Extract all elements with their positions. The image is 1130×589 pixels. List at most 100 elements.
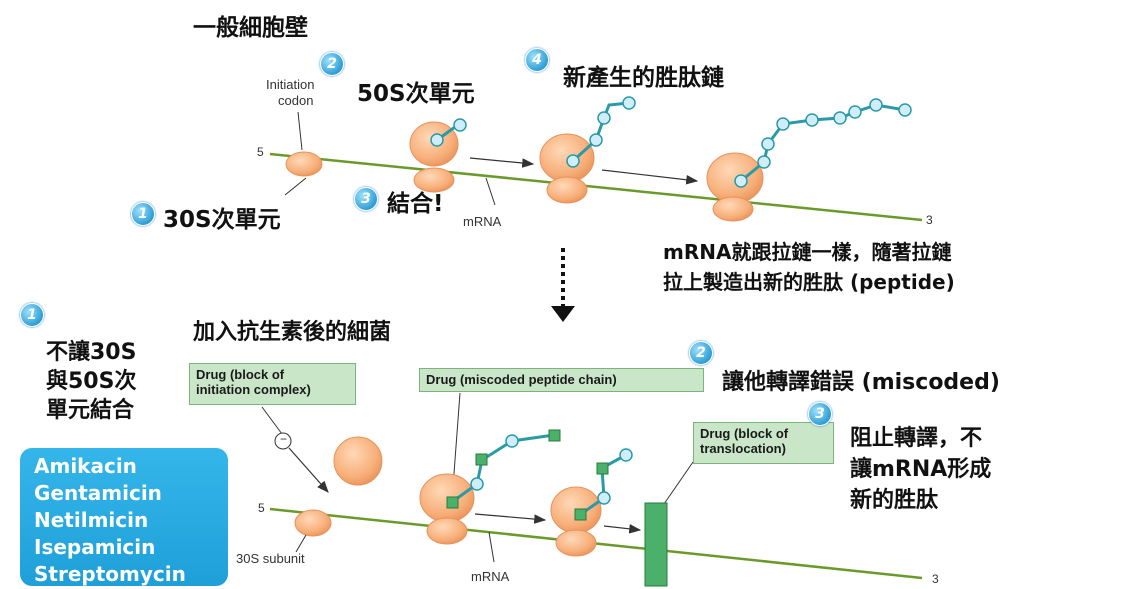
block3-note: 阻止轉譯，不 讓mRNA形成 新的胜肽 — [850, 423, 991, 516]
top-panel-title: 一般細胞壁 — [193, 15, 308, 41]
zipper-note-line: 拉上製造出新的胜肽 (peptide) — [663, 270, 955, 294]
ribosome-small — [426, 517, 468, 545]
initiation-block-arrow — [288, 447, 329, 493]
mrna-pointer — [485, 177, 496, 206]
step3-label: 結合! — [387, 191, 444, 217]
block1-badge: 1 — [20, 303, 44, 327]
block1-note-line: 單元結合 — [46, 398, 135, 423]
amino-acid — [589, 133, 603, 147]
step2-label: 50S次單元 — [357, 81, 475, 107]
bottom-five-prime-label: 5 — [258, 501, 265, 515]
miscoded-amino-acid — [475, 453, 488, 466]
top-mrna-label: mRNA — [463, 214, 502, 229]
miscoded-amino-acid — [596, 462, 609, 475]
ribosome-small — [712, 196, 754, 222]
zipper-note: mRNA就跟拉鏈一樣，隨著拉鏈 拉上製造出新的胜肽 (peptide) — [663, 237, 955, 297]
mrna-pointer — [488, 531, 495, 563]
aminoglycoside-drug-list: Amikacin Gentamicin Netilmicin Isepamici… — [20, 448, 228, 586]
bottom-panel-title: 加入抗生素後的細菌 — [193, 320, 392, 345]
amino-acid — [470, 477, 484, 491]
step4-label: 新產生的胜肽鏈 — [563, 65, 724, 91]
amino-acid — [597, 491, 611, 505]
amino-acid — [622, 96, 636, 110]
amino-acid — [430, 133, 444, 147]
block2-note: 讓他轉譯錯誤 (miscoded) — [722, 370, 1000, 395]
amino-acid — [833, 111, 847, 125]
block1-note-line: 不讓30S — [46, 340, 137, 365]
translocation-drug-pointer — [663, 461, 694, 505]
step1-pointer — [284, 177, 307, 196]
inhibit-minus: − — [279, 432, 287, 446]
drug-initiation-line: initiation complex) — [196, 382, 311, 397]
miscoded-amino-acid — [574, 508, 587, 521]
elongation-arrow — [601, 169, 699, 185]
drug-name: Streptomycin — [34, 562, 186, 586]
initiation-codon-label: Initiation codon — [266, 77, 314, 109]
floating-50s-subunit — [333, 436, 383, 486]
ribosome-small — [546, 176, 588, 204]
amino-acid — [597, 111, 611, 125]
top-30s-bound — [413, 167, 455, 193]
amino-acid — [898, 103, 912, 117]
initiation-codon-line: codon — [278, 93, 314, 108]
drug-name: Gentamicin — [34, 481, 162, 505]
bottom-30s-subunit — [294, 509, 332, 537]
drug-name: Isepamicin — [34, 535, 156, 559]
codon-pointer — [297, 111, 303, 151]
amino-acid — [805, 113, 819, 127]
step3-badge: 3 — [354, 187, 378, 211]
elongation-arrow — [469, 157, 535, 168]
initiation-codon-line: Initiation — [266, 77, 315, 92]
subunit-30s-label: 30S subunit — [236, 551, 305, 566]
step2-badge: 2 — [320, 52, 344, 76]
initiation-drug-pointer — [261, 406, 283, 435]
ribosome-small — [555, 529, 597, 557]
step1-badge: 1 — [131, 202, 155, 226]
elongation-arrow — [474, 513, 547, 524]
amino-acid — [757, 155, 771, 169]
bottom-three-prime-label: 3 — [932, 572, 939, 586]
amino-acid — [453, 118, 467, 132]
amino-acid — [848, 105, 862, 119]
elongation-arrow — [603, 524, 642, 534]
amino-acid — [776, 117, 790, 131]
peptide-chain — [580, 453, 627, 516]
drug-translocation-line: Drug (block of — [700, 426, 789, 441]
miscoded-amino-acid — [446, 496, 459, 509]
block3-note-line: 讓mRNA形成 — [850, 457, 992, 482]
block1-note-line: 與50S次 — [46, 369, 137, 394]
step1-label: 30S次單元 — [163, 207, 281, 233]
amino-acid — [505, 434, 519, 448]
step4-badge: 4 — [525, 48, 549, 72]
block2-badge: 2 — [689, 341, 713, 365]
drug-name: Netilmicin — [34, 508, 149, 532]
top-30s-subunit — [285, 151, 323, 177]
amino-acid — [761, 137, 775, 151]
drug-translocation-box: Drug (block of translocation) — [693, 422, 834, 464]
block3-badge: 3 — [808, 402, 832, 426]
amino-acid — [734, 174, 748, 188]
amino-acid — [619, 448, 633, 462]
bottom-mrna-label: mRNA — [471, 569, 510, 584]
drug-translocation-line: translocation) — [700, 441, 786, 456]
drug-initiation-box: Drug (block of initiation complex) — [189, 363, 356, 405]
block3-note-line: 新的胜肽 — [850, 488, 939, 513]
block1-note: 不讓30S 與50S次 單元結合 — [46, 338, 136, 425]
transition-arrowhead — [551, 306, 575, 322]
inhibit-marker — [274, 432, 292, 450]
miscoded-amino-acid — [548, 429, 561, 442]
amino-acid — [869, 98, 883, 112]
peptide-chain — [451, 433, 555, 504]
drug-name: Amikacin — [34, 454, 137, 478]
peptide-chain — [571, 101, 630, 163]
amino-acid — [566, 154, 580, 168]
top-five-prime-label: 5 — [257, 145, 264, 159]
translocation-block-bar — [644, 502, 668, 587]
top-three-prime-label: 3 — [926, 213, 933, 227]
drug-initiation-line: Drug (block of — [196, 367, 285, 382]
block3-note-line: 阻止轉譯，不 — [850, 426, 983, 451]
subunit-pointer — [295, 534, 307, 553]
zipper-note-line: mRNA就跟拉鏈一樣，隨著拉鏈 — [663, 240, 952, 264]
drug-miscoded-box: Drug (miscoded peptide chain) — [419, 368, 704, 392]
